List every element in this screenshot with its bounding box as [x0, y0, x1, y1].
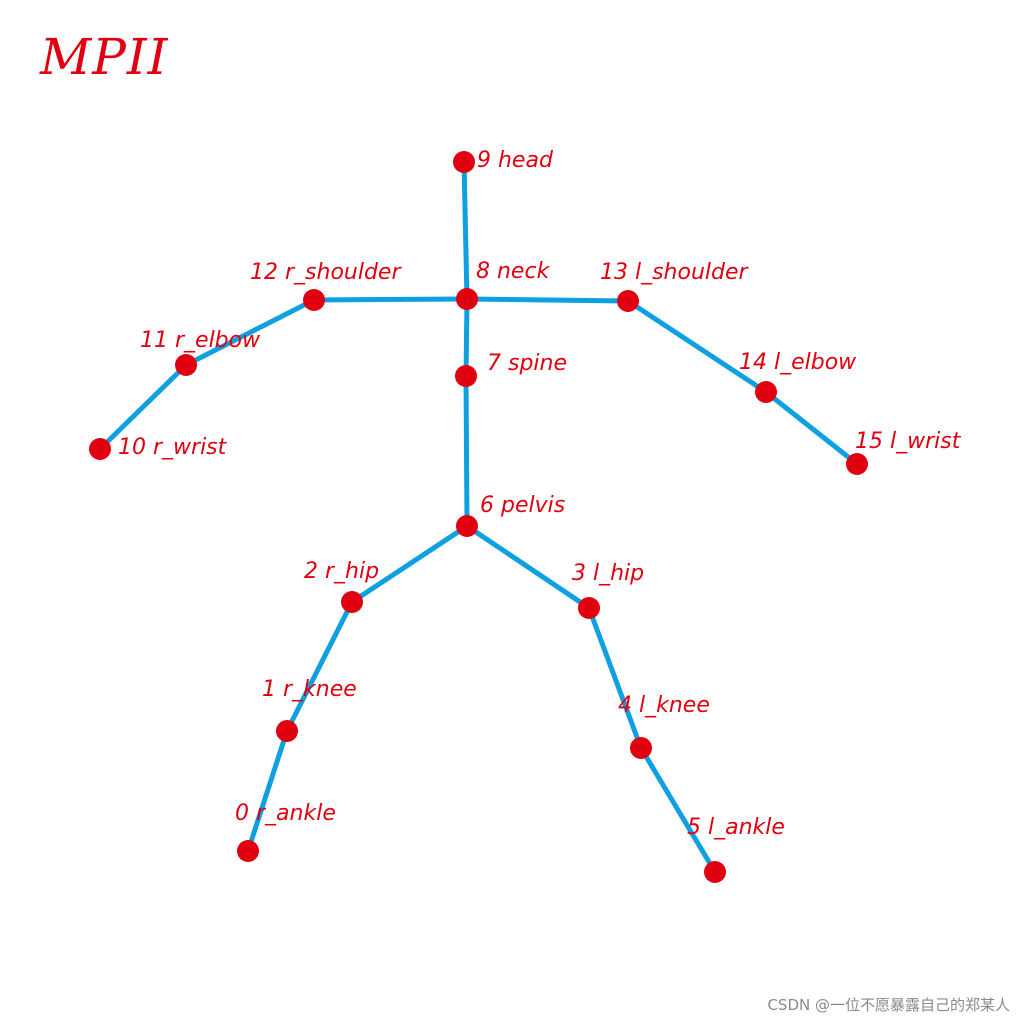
diagram-title: MPII [39, 28, 169, 86]
joint-r-elbow [175, 354, 197, 376]
bone-l-shoulder-to-l-elbow [625, 298, 769, 395]
labels-layer: 0 r_ankle 1 r_knee 2 r_hip 3 l_hip 4 l_knee 5… [118, 148, 962, 840]
joint-l-knee [630, 737, 652, 759]
joint-label-l-ankle: 5 l_ankle [687, 815, 785, 840]
joint-label-r-elbow: 11 r_elbow [140, 328, 261, 353]
joint-label-r-knee: 1 r_knee [262, 677, 357, 702]
joint-neck [456, 288, 478, 310]
joint-label-head: 9 head [477, 148, 554, 173]
bone-pelvis-to-r-hip [349, 523, 470, 605]
bone-r-shoulder-to-r-elbow [183, 297, 317, 368]
joint-l-elbow [755, 381, 777, 403]
joint-r-knee [276, 720, 298, 742]
joint-label-r-hip: 2 r_hip [304, 559, 379, 584]
joint-label-l-wrist: 15 l_wrist [855, 429, 962, 454]
bone-r-knee-to-r-ankle [245, 728, 290, 854]
joint-r-shoulder [303, 289, 325, 311]
joint-head [453, 151, 475, 173]
joint-l-shoulder [617, 290, 639, 312]
bone-r-elbow-to-r-wrist [97, 362, 189, 452]
bone-neck-to-l-shoulder [464, 296, 631, 304]
bone-neck-to-r-shoulder [311, 296, 470, 303]
bones-layer [97, 159, 860, 875]
bone-l-hip-to-l-knee [586, 605, 644, 751]
joint-label-l-hip: 3 l_hip [572, 561, 644, 586]
joint-l-wrist [846, 453, 868, 475]
bone-neck-to-spine [463, 296, 470, 379]
joint-l-hip [578, 597, 600, 619]
bone-pelvis-to-l-hip [464, 523, 592, 611]
joint-l-ankle [704, 861, 726, 883]
bone-head-to-neck [461, 159, 470, 302]
joints-layer [89, 151, 868, 883]
joint-r-ankle [237, 840, 259, 862]
joint-label-r-shoulder: 12 r_shoulder [250, 260, 402, 285]
joint-r-hip [341, 591, 363, 613]
watermark-text: CSDN @一位不愿暴露自己的郑某人 [767, 996, 1010, 1014]
joint-label-l-elbow: 14 l_elbow [739, 350, 857, 375]
joint-spine [455, 365, 477, 387]
joint-label-l-shoulder: 13 l_shoulder [600, 260, 750, 285]
joint-label-spine: 7 spine [487, 351, 567, 376]
joint-r-wrist [89, 438, 111, 460]
bone-spine-to-pelvis [463, 373, 470, 529]
joint-pelvis [456, 515, 478, 537]
joint-label-neck: 8 neck [476, 259, 551, 284]
bone-r-hip-to-r-knee [284, 599, 355, 734]
joint-label-l-knee: 4 l_knee [618, 693, 710, 718]
bone-l-elbow-to-l-wrist [763, 389, 860, 467]
joint-label-r-ankle: 0 r_ankle [235, 801, 336, 826]
joint-label-r-wrist: 10 r_wrist [118, 435, 228, 460]
joint-label-pelvis: 6 pelvis [480, 493, 565, 518]
bone-l-knee-to-l-ankle [638, 745, 718, 875]
